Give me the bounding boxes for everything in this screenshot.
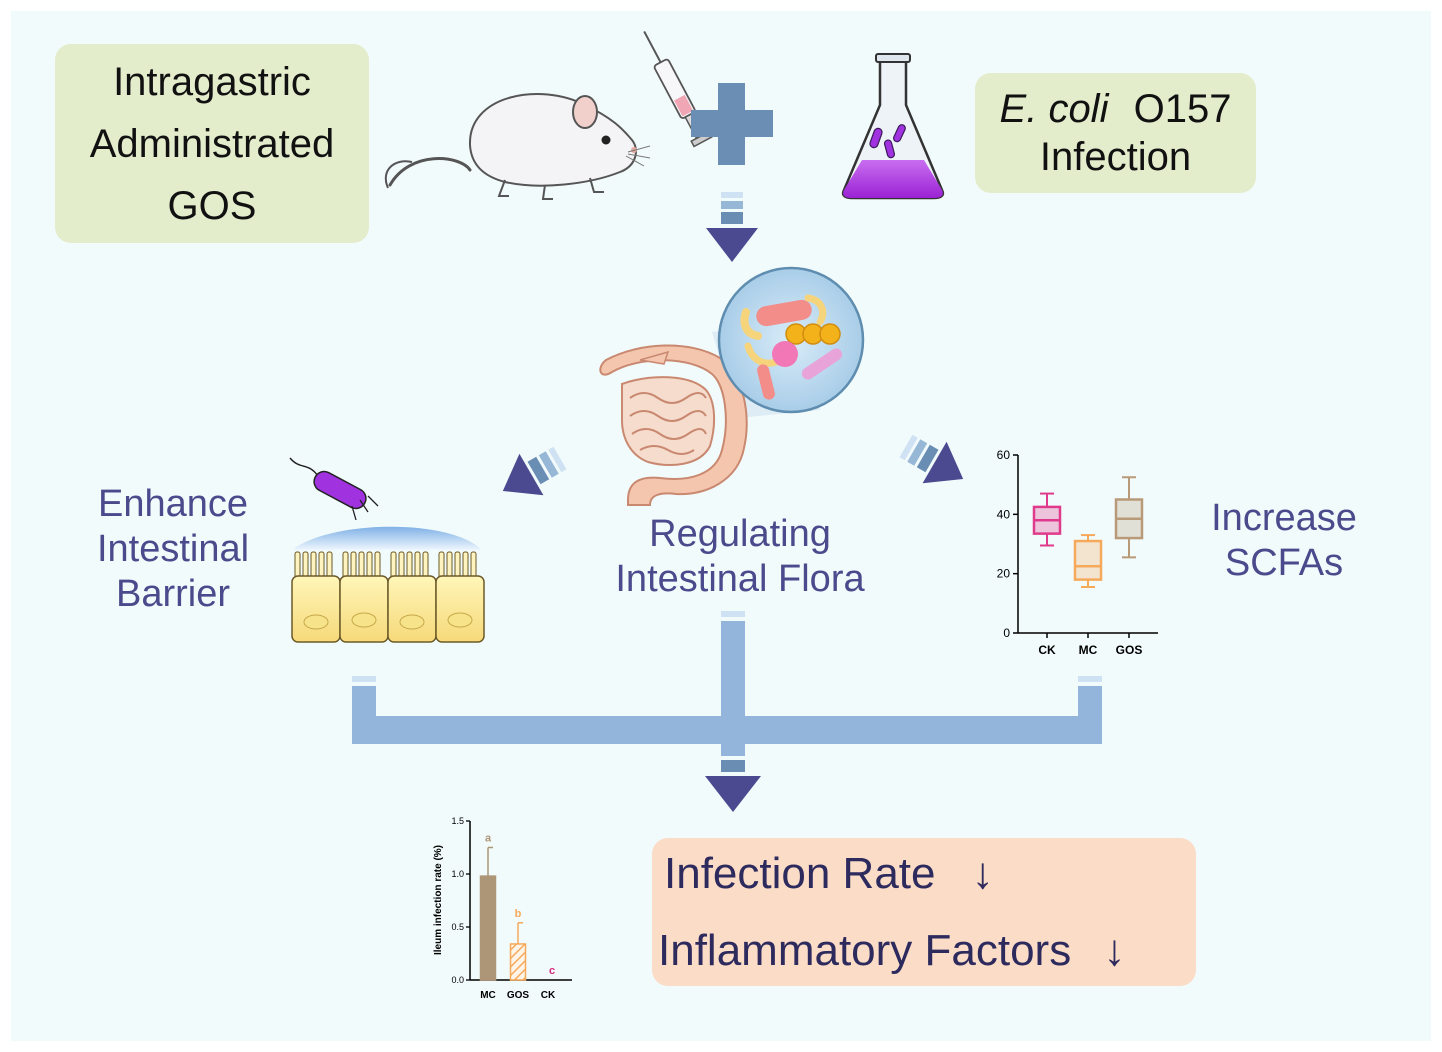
boxplot-y-tick-label: 0 [1003,626,1010,640]
ecoli-strain: O157 [1133,87,1232,131]
scfa-line-1: Increase [1211,497,1357,539]
barchart-y-tick-label: 0.5 [451,922,464,932]
barchart-x-tick-label: CK [541,990,556,1001]
intestinal-barrier-icon [291,526,485,643]
barchart-x-tick-label: MC [480,990,496,1001]
barchart-y-axis-label: Ileum infection rate (%) [433,845,444,955]
mouse-icon [384,93,651,200]
barchart-significance-letter: c [549,965,555,977]
outcome-line-2: Inflammatory Factors ↓ [658,912,1125,989]
boxplot-box [1073,539,1103,581]
barchart-significance-letter: a [485,833,492,845]
barrier-label: Enhance Intestinal Barrier [62,482,284,616]
barrier-line-1: Enhance [97,483,248,525]
flora-line-2: Intestinal Flora [615,557,865,600]
gos-line-2: Administrated [89,121,335,166]
scfa-label: Increase SCFAs [1180,496,1388,586]
boxplot-y-tick-label: 60 [997,448,1011,462]
barchart-significance-letter: b [515,908,522,920]
inflammatory-down-arrow: ↓ [1103,926,1126,975]
infection-rate-text: Infection Rate [664,849,936,898]
barchart-bar [509,943,527,981]
barrier-line-3: Barrier [115,572,231,615]
outcome-line-1: Infection Rate ↓ [664,835,994,912]
boxplot-x-tick-label: MC [1079,643,1098,657]
microbiota-zoom-circle [717,266,865,414]
barchart-x-tick-label: GOS [507,990,530,1001]
boxplot-y-tick-label: 20 [997,567,1011,581]
barchart-bar [479,875,497,981]
boxplot-x-tick-label: GOS [1116,643,1143,657]
ecoli-infection-box: E. coli O157 Infection [975,73,1256,193]
merge-pipes [352,611,1102,812]
flora-label: Regulating Intestinal Flora [572,512,908,602]
plus-icon [691,83,773,165]
arrow-to-barrier [502,446,567,496]
gos-administration-box: Intragastric Administrated GOS [55,44,369,243]
boxplot-y-tick-label: 40 [997,507,1011,521]
barchart-y-tick-label: 1.0 [451,869,464,879]
arrow-to-scfa [899,434,964,484]
ecoli-line-1: E. coli O157 [1000,85,1232,133]
pathogen-bacterium-icon [289,457,379,521]
flask-icon [841,53,945,200]
outcome-box: Infection Rate ↓ Inflammatory Factors ↓ [652,838,1196,986]
gos-line-3: GOS [167,183,257,228]
ecoli-species-name: E. coli [999,87,1109,131]
boxplot-x-tick-label: CK [1038,643,1056,657]
scfa-line-2: SCFAs [1224,541,1344,584]
inflammatory-factors-text: Inflammatory Factors [658,926,1072,975]
barchart-y-tick-label: 0.0 [451,975,464,985]
flora-line-1: Regulating [649,513,831,555]
ecoli-line-2: Infection [1039,135,1192,179]
barrier-line-2: Intestinal [96,527,250,570]
arrow-to-flora [706,192,758,262]
gos-line-1: Intragastric [113,59,311,104]
barchart-y-tick-label: 1.5 [451,816,464,826]
infection-rate-down-arrow: ↓ [971,849,994,898]
